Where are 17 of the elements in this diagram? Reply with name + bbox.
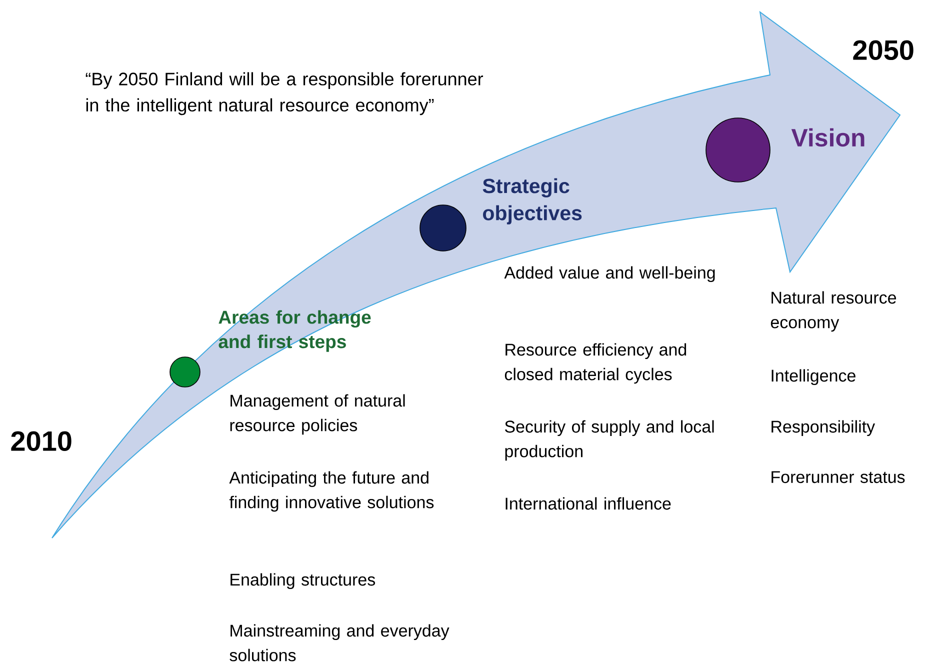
objective-item: Security of supply and local production xyxy=(504,420,714,461)
action-item: Management of natural resource policies xyxy=(230,394,405,435)
milestone-dot xyxy=(170,356,200,388)
milestone-dot xyxy=(706,118,770,182)
milestone-heading: Strategic objectives xyxy=(482,178,582,224)
objective-item: Resource efficiency and closed material cycles xyxy=(504,343,686,384)
vision-quote: “By 2050 Finland will be a responsible forerunner in the intelligent natural resource economy” xyxy=(86,72,484,116)
action-item: Mainstreaming and everyday solutions xyxy=(230,624,450,662)
vision-item: Forerunner status xyxy=(772,471,905,484)
vision-item: Natural resource economy xyxy=(770,291,896,332)
milestone-dot xyxy=(420,204,466,252)
action-item: Enabling structures xyxy=(230,573,376,590)
vision-item: Intelligence xyxy=(772,369,856,386)
action-item: Anticipating the future and finding innovative solutions xyxy=(229,471,434,512)
objective-item: International influence xyxy=(506,497,671,510)
milestone-heading: Vision xyxy=(791,128,864,147)
vision-item: Responsibility xyxy=(772,420,876,436)
